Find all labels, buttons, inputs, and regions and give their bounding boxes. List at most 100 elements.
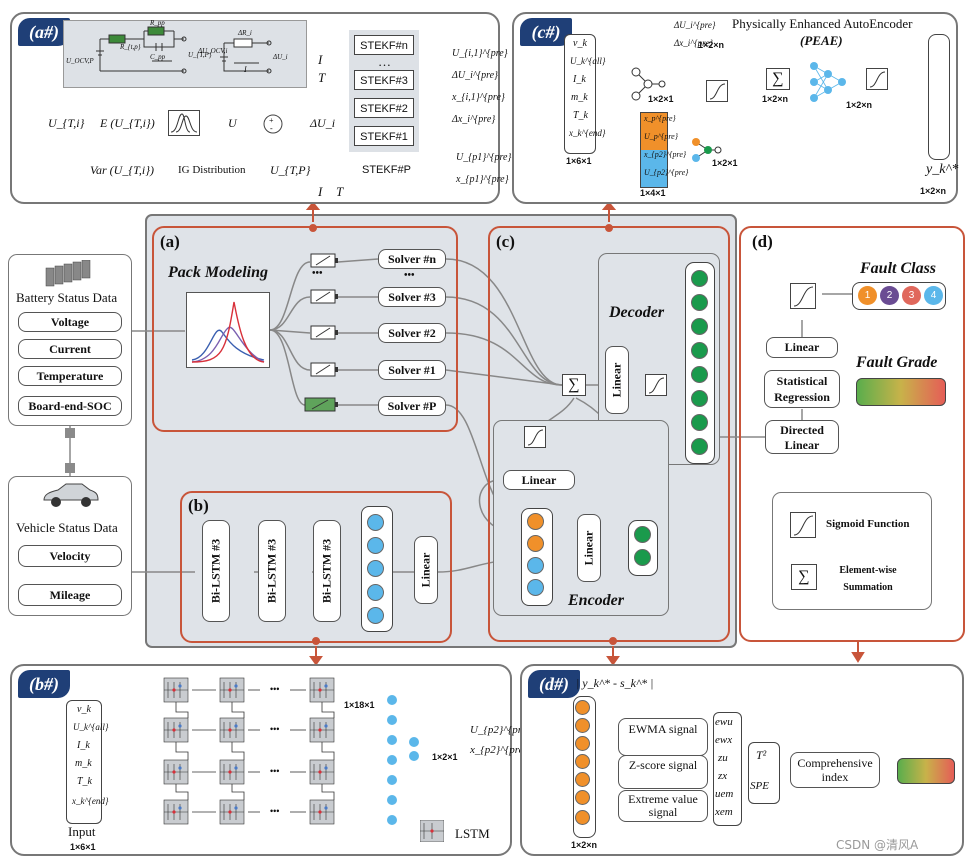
node [575, 810, 590, 825]
section-b-label: (b) [188, 496, 209, 515]
fault-class-4: 4 [924, 286, 943, 305]
sigmoid-icon [790, 283, 816, 309]
c-dim-121b: 1×2×1 [712, 158, 738, 168]
node [527, 579, 544, 596]
lstm-dots-3: ••• [270, 766, 280, 776]
battery-status-title: Battery Status Data [16, 290, 118, 305]
c-output-y: y_k^* [926, 162, 959, 177]
temperature-item: Temperature [18, 366, 122, 386]
stat-zu: zu [718, 752, 728, 764]
flow-out-up1: U_{p1}^{pre} [456, 152, 512, 163]
stekf-2: STEKF#2 [354, 98, 414, 118]
legend-sigmoid-label: Sigmoid Function [826, 518, 910, 530]
b-input-ik: I_k [77, 740, 90, 751]
solver-n: Solver #n [378, 249, 446, 269]
flow-stekfp: STEKF#P [362, 164, 411, 176]
linear-decoder: Linear [605, 346, 629, 414]
b-out-xp2: x_{p2}^{pre} [470, 744, 528, 756]
linear-d: Linear [766, 337, 838, 358]
d-hash-header: | y_k^* - s_k^* | [576, 676, 654, 690]
connector-square [65, 428, 75, 438]
node [367, 537, 384, 554]
b-input-tk: T_k [77, 776, 92, 787]
c-input-uall: U_k^{all} [570, 56, 606, 66]
stat-ewx: ewx [715, 734, 733, 746]
node [367, 607, 384, 624]
node [691, 270, 708, 287]
c-delta-dim: 1×2×n [698, 40, 725, 50]
c-input-ik: I_k [573, 74, 586, 85]
a-hash-top-t: T [318, 70, 326, 85]
index-gradient [897, 758, 955, 784]
svg-text:-: - [270, 124, 273, 133]
sigmoid-icon [706, 80, 728, 102]
linear-b: Linear [414, 536, 438, 604]
sigmoid-icon [524, 426, 546, 448]
c-colored-dim: 1×4×1 [640, 188, 666, 198]
statistical-regression: Statistical Regression [764, 370, 840, 408]
b-input-uall: U_k^{all} [73, 722, 109, 732]
lstm-legend-label: LSTM [455, 826, 490, 841]
fault-grade-gradient [856, 378, 946, 406]
solver-2: Solver #2 [378, 323, 446, 343]
t2-label: T² [756, 748, 767, 762]
legend-box [772, 492, 932, 610]
pack-modeling-title: Pack Modeling [168, 264, 268, 281]
battery-cell-icon [310, 253, 338, 268]
sigmoid-icon [645, 374, 667, 396]
node [691, 342, 708, 359]
lstm-dots-2: ••• [270, 724, 280, 734]
fault-class-3: 3 [902, 286, 921, 305]
decoder-output-column [685, 262, 715, 464]
peae-subtitle: (PEAE) [800, 33, 843, 48]
circuit-label-cpp: C_pp [150, 53, 166, 61]
node [367, 514, 384, 531]
stekf-n: STEKF#n [354, 35, 414, 55]
c-input-mk: m_k [571, 92, 588, 103]
panel-tag: (a#) [18, 18, 70, 46]
c-colored-xp: x_p^{pre} [644, 114, 676, 123]
node [575, 736, 590, 751]
board-end-soc-item: Board-end-SOC [18, 396, 122, 416]
lstm-dots-4: ••• [270, 806, 280, 816]
panel-tag: (c#) [520, 18, 572, 46]
section-a-label: (a) [160, 232, 180, 251]
lstm-dots-1: ••• [270, 684, 280, 694]
circuit-label-delta-uocv: ΔU_OCV,i [198, 47, 228, 55]
extreme-value-signal: Extreme value signal [618, 790, 708, 822]
node [691, 438, 708, 455]
stats-box [713, 712, 742, 826]
encoder-output-column [628, 520, 658, 576]
solver-3: Solver #3 [378, 287, 446, 307]
b-dim-1181: 1×18×1 [344, 700, 375, 710]
node [575, 790, 590, 805]
equivalent-circuit: U_OCV,P R_{t,p} R_pp C_pp U_{T,P} ΔU_OCV… [63, 19, 307, 88]
flow-e-ut: E (U_{T,i}) [100, 116, 155, 130]
b-input-mk: m_k [75, 758, 92, 769]
b-hash-input-box [66, 700, 102, 824]
velocity-item: Velocity [18, 545, 122, 567]
c-delta-u: ΔU_i^{pre} [674, 20, 716, 30]
bilstm-panel [180, 491, 452, 643]
pack-modeling-panel [152, 226, 458, 432]
b-input-dim: 1×6×1 [70, 842, 96, 852]
c-dim-121a: 1×2×1 [648, 94, 674, 104]
circuit-label-rpp: R_pp [150, 19, 165, 27]
circuit-label-utp: U_{T,P} [188, 51, 212, 59]
colored-graph-icon [692, 138, 722, 162]
stat-xem: xem [715, 806, 733, 818]
c-input-dim: 1×6×1 [566, 156, 592, 166]
lstm-grid [163, 677, 335, 825]
a-hash-top-i: I [318, 52, 323, 67]
encoder-title: Encoder [568, 592, 624, 609]
legend-sum-label: Element-wise Summation [839, 565, 897, 593]
voltage-item: Voltage [18, 312, 122, 332]
circuit-label-uocv: U_OCV,P [66, 57, 94, 65]
solver-p: Solver #P [378, 396, 446, 416]
circuit-label-i: I [244, 65, 247, 74]
c-hash-input-box [564, 34, 596, 154]
stekf-1: STEKF#1 [354, 126, 414, 146]
fault-diagnosis-panel [739, 226, 965, 642]
summation-icon: ∑ [562, 374, 586, 396]
battery-cell-icon [310, 325, 338, 340]
